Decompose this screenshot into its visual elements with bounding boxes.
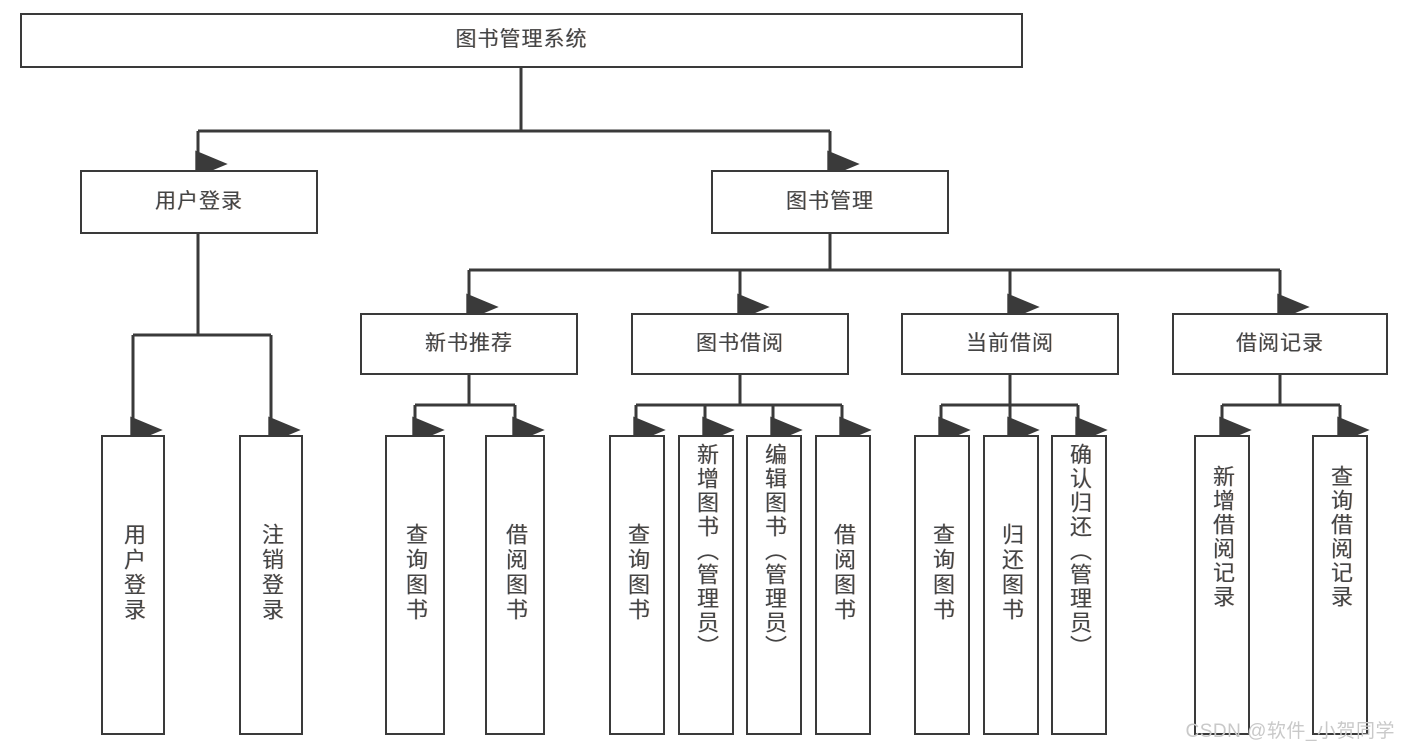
leaf-confirm-return[interactable]: 确认归还（管理员） <box>1051 435 1107 735</box>
leaf-confirm-return-label: 确认归还（管理员） <box>1067 443 1092 659</box>
node-book-management[interactable]: 图书管理 <box>711 170 949 234</box>
leaf-borrow-book-recommend-label: 借阅图书 <box>503 523 528 623</box>
node-root-system[interactable]: 图书管理系统 <box>20 13 1023 68</box>
leaf-logout-login[interactable]: 注销登录 <box>239 435 303 735</box>
leaf-user-login-label: 用户登录 <box>121 523 146 623</box>
leaf-query-book-current[interactable]: 查询图书 <box>914 435 970 735</box>
leaf-add-book-label: 新增图书（管理员） <box>694 443 719 659</box>
leaf-borrow-book-borrow-label: 借阅图书 <box>831 523 856 623</box>
node-current-borrow[interactable]: 当前借阅 <box>901 313 1119 375</box>
leaf-return-book[interactable]: 归还图书 <box>983 435 1039 735</box>
leaf-query-borrow-record-label: 查询借阅记录 <box>1328 465 1353 609</box>
leaf-query-book-borrow-label: 查询图书 <box>625 523 650 623</box>
leaf-query-book-borrow[interactable]: 查询图书 <box>609 435 665 735</box>
leaf-logout-login-label: 注销登录 <box>259 523 284 623</box>
node-new-book-recommend-label: 新书推荐 <box>425 331 513 355</box>
node-borrow-record[interactable]: 借阅记录 <box>1172 313 1388 375</box>
leaf-query-book-recommend-label: 查询图书 <box>403 523 428 623</box>
leaf-borrow-book-recommend[interactable]: 借阅图书 <box>485 435 545 735</box>
leaf-add-borrow-record[interactable]: 新增借阅记录 <box>1194 435 1250 735</box>
node-book-borrow[interactable]: 图书借阅 <box>631 313 849 375</box>
leaf-query-borrow-record[interactable]: 查询借阅记录 <box>1312 435 1368 735</box>
leaf-borrow-book-borrow[interactable]: 借阅图书 <box>815 435 871 735</box>
node-root-system-label: 图书管理系统 <box>455 28 588 52</box>
node-current-borrow-label: 当前借阅 <box>966 331 1054 355</box>
node-user-login-label: 用户登录 <box>155 189 243 213</box>
leaf-edit-book-label: 编辑图书（管理员） <box>762 443 787 659</box>
leaf-return-book-label: 归还图书 <box>999 523 1024 623</box>
csdn-watermark: CSDN @软件_小贺同学 <box>1185 721 1395 742</box>
leaf-query-book-current-label: 查询图书 <box>930 523 955 623</box>
leaf-edit-book[interactable]: 编辑图书（管理员） <box>746 435 802 735</box>
leaf-user-login[interactable]: 用户登录 <box>101 435 165 735</box>
node-borrow-record-label: 借阅记录 <box>1236 331 1324 355</box>
leaf-query-book-recommend[interactable]: 查询图书 <box>385 435 445 735</box>
node-user-login[interactable]: 用户登录 <box>80 170 318 234</box>
node-book-borrow-label: 图书借阅 <box>696 331 784 355</box>
leaf-add-book[interactable]: 新增图书（管理员） <box>678 435 734 735</box>
node-new-book-recommend[interactable]: 新书推荐 <box>360 313 578 375</box>
leaf-add-borrow-record-label: 新增借阅记录 <box>1210 465 1235 609</box>
node-book-management-label: 图书管理 <box>786 189 874 213</box>
